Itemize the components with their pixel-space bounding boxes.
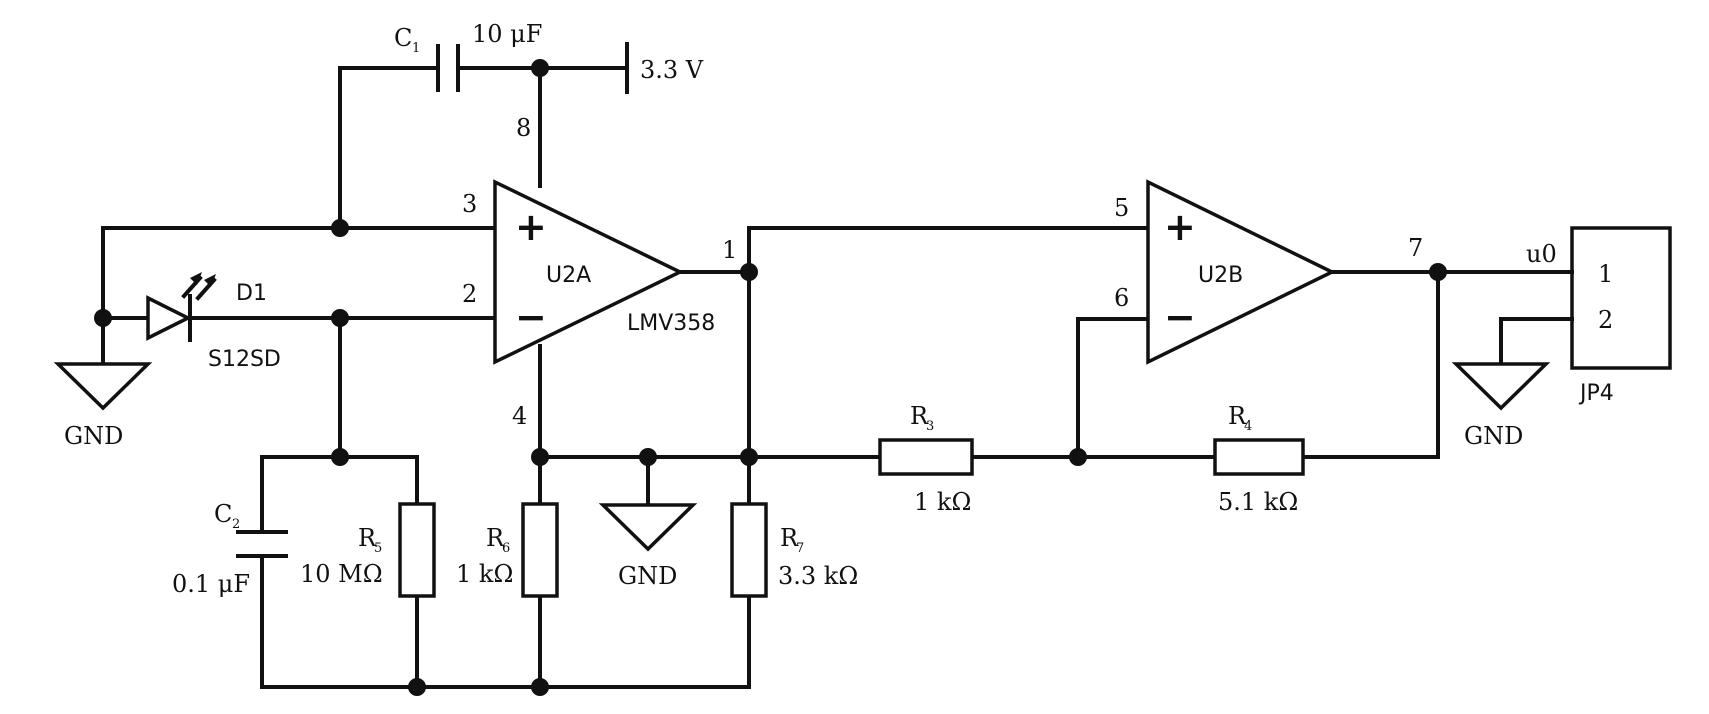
r7-value: 3.3 kΩ — [778, 562, 858, 590]
minus-sign: − — [515, 295, 547, 339]
r7-subscript: 7 — [796, 541, 804, 556]
d1-name: D1 — [236, 281, 267, 306]
r4-value: 5.1 kΩ — [1218, 488, 1298, 516]
junction-dot — [331, 309, 349, 327]
pin-label: 3 — [462, 190, 477, 218]
wire-pin6 — [1076, 317, 1150, 459]
c2-value: 0.1 μF — [172, 570, 250, 598]
c2-name: C — [214, 500, 232, 528]
ground-icon — [1451, 362, 1551, 411]
ground-center: GND — [598, 503, 698, 590]
pin-label: 8 — [516, 114, 531, 142]
junction-dot — [531, 59, 549, 77]
junction-dot — [740, 448, 758, 466]
plus-sign: + — [1164, 205, 1196, 249]
ground-right: GND — [1451, 362, 1551, 450]
junction-dot — [331, 219, 349, 237]
pin-label: 7 — [1408, 234, 1423, 262]
photodiode-d1: D1 S12SD — [146, 272, 281, 372]
connector-body — [1570, 226, 1672, 370]
resistor-r3: R 3 1 kΩ — [878, 402, 974, 516]
junction-dot — [531, 678, 549, 696]
r5-subscript: 5 — [374, 541, 382, 556]
c1-subscript: 1 — [412, 41, 420, 56]
junction-dot — [1069, 448, 1087, 466]
junction-dot — [531, 448, 549, 466]
wire-jp4-pin2 — [1499, 317, 1574, 366]
resistor-body — [521, 502, 559, 598]
u2a-part: LMV358 — [627, 311, 715, 336]
ground-left: GND — [53, 362, 153, 450]
r3-value: 1 kΩ — [914, 488, 971, 516]
light-arrows-icon — [181, 272, 217, 301]
capacitor-c2: C 2 0.1 μF — [172, 500, 288, 598]
pin-label: 4 — [512, 402, 527, 430]
jp4-name: JP4 — [1578, 381, 1614, 406]
opamp-u2b: + − U2B — [1146, 179, 1336, 365]
junction-dot — [408, 678, 426, 696]
r3-subscript: 3 — [926, 419, 934, 434]
r4-name: R — [1228, 402, 1247, 430]
resistor-body — [878, 438, 974, 476]
wire-c1-left — [338, 66, 440, 230]
supply-label: 3.3 V — [640, 56, 704, 84]
pin-label: 2 — [462, 280, 477, 308]
ground-label: GND — [64, 422, 123, 450]
r5-value: 10 MΩ — [300, 560, 383, 588]
d1-part: S12SD — [208, 347, 281, 372]
r6-subscript: 6 — [502, 541, 510, 556]
ground-label: GND — [618, 562, 677, 590]
junction-dot — [94, 309, 112, 327]
pin-label: 5 — [1114, 194, 1129, 222]
resistor-body — [1213, 438, 1305, 476]
pin-label: 6 — [1114, 284, 1129, 312]
connector-jp4: 1 2 JP4 u0 — [1526, 226, 1672, 406]
resistor-r5: R 5 10 MΩ — [300, 502, 436, 598]
output-label: u0 — [1526, 240, 1557, 268]
junction-dot — [740, 263, 758, 281]
r6-name: R — [486, 524, 505, 552]
ground-icon — [53, 362, 153, 411]
wires — [101, 66, 1574, 689]
u2b-name: U2B — [1198, 263, 1243, 288]
resistor-r6: R 6 1 kΩ — [456, 502, 559, 598]
r7-name: R — [780, 524, 799, 552]
ground-icon — [598, 503, 698, 552]
c1-value: 10 μF — [472, 20, 542, 48]
r6-value: 1 kΩ — [456, 560, 513, 588]
junctions — [94, 59, 1447, 696]
resistor-body — [730, 502, 768, 598]
jp4-pin1: 1 — [1598, 260, 1613, 288]
resistor-r7: R 7 3.3 kΩ — [730, 502, 858, 598]
wire-c2-r5-top — [260, 455, 419, 532]
c1-name: C — [394, 24, 412, 52]
u2a-name: U2A — [546, 263, 591, 288]
junction-dot — [639, 448, 657, 466]
pin-numbers: 8 3 2 4 1 5 6 7 — [462, 114, 1423, 430]
wire-r4-right — [1301, 270, 1440, 459]
supply-3v3: 3.3 V — [625, 42, 704, 94]
jp4-pin2: 2 — [1598, 306, 1613, 334]
capacitor-c1: C 1 10 μF — [394, 20, 542, 92]
junction-dot — [331, 448, 349, 466]
pin-label: 1 — [722, 236, 737, 264]
opamp-triangle — [1146, 179, 1336, 365]
ground-label: GND — [1464, 422, 1523, 450]
junction-dot — [1429, 263, 1447, 281]
resistor-r4: R 4 5.1 kΩ — [1213, 402, 1305, 516]
diode-triangle — [146, 295, 192, 341]
minus-sign: − — [1164, 295, 1196, 339]
plus-sign: + — [515, 205, 547, 249]
opamp-u2a: + − U2A LMV358 — [493, 179, 715, 365]
r4-subscript: 4 — [1244, 419, 1252, 434]
opamp-triangle — [493, 179, 685, 365]
r3-name: R — [910, 402, 929, 430]
r5-name: R — [358, 524, 377, 552]
c2-subscript: 2 — [232, 517, 240, 532]
resistor-body — [398, 502, 436, 598]
